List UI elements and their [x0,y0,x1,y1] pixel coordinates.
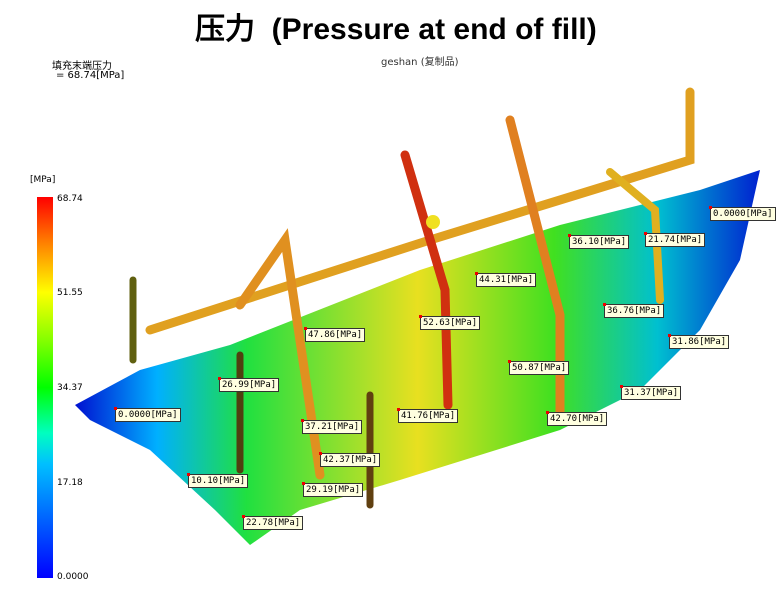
probe-label: 29.19[MPa] [301,482,364,497]
model-name: geshan (复制品) [381,57,459,68]
probe-label: 10.10[MPa] [186,473,249,488]
probe-label: 47.86[MPa] [303,327,366,342]
probe-label: 31.37[MPa] [619,385,682,400]
probe-label: 37.21[MPa] [300,419,363,434]
probe-label: 50.87[MPa] [507,360,570,375]
probe-label: 26.99[MPa] [217,377,280,392]
legend-tick: 68.74 [57,194,83,204]
probe-label: 0.0000[MPa] [709,206,776,221]
probe-label: 41.76[MPa] [396,408,459,423]
legend-unit: [MPa] [30,175,56,185]
probe-label: 21.74[MPa] [643,232,706,247]
legend-tick: 17.18 [57,478,83,488]
legend-color-bar [37,197,53,578]
legend-tick: 51.55 [57,288,83,298]
probe-label: 52.63[MPa] [418,315,481,330]
probe-label: 42.37[MPa] [318,452,381,467]
legend-tick: 0.0000 [57,572,89,582]
probe-label: 31.86[MPa] [667,334,730,349]
legend-tick: 34.37 [57,383,83,393]
injection-point-icon [426,215,440,229]
part-surface [75,170,760,545]
page-title: 压力 (Pressure at end of fill) [195,13,597,46]
runner-system [129,87,695,509]
probe-label: 0.0000[MPa] [114,407,181,422]
result-name: 填充末端压力 [52,61,112,72]
probe-label: 36.10[MPa] [567,234,630,249]
probe-label: 36.76[MPa] [602,303,665,318]
result-value: = 68.74[MPa] [56,70,125,81]
probe-label: 42.70[MPa] [545,411,608,426]
probe-label: 44.31[MPa] [474,272,537,287]
probe-label: 22.78[MPa] [241,515,304,530]
